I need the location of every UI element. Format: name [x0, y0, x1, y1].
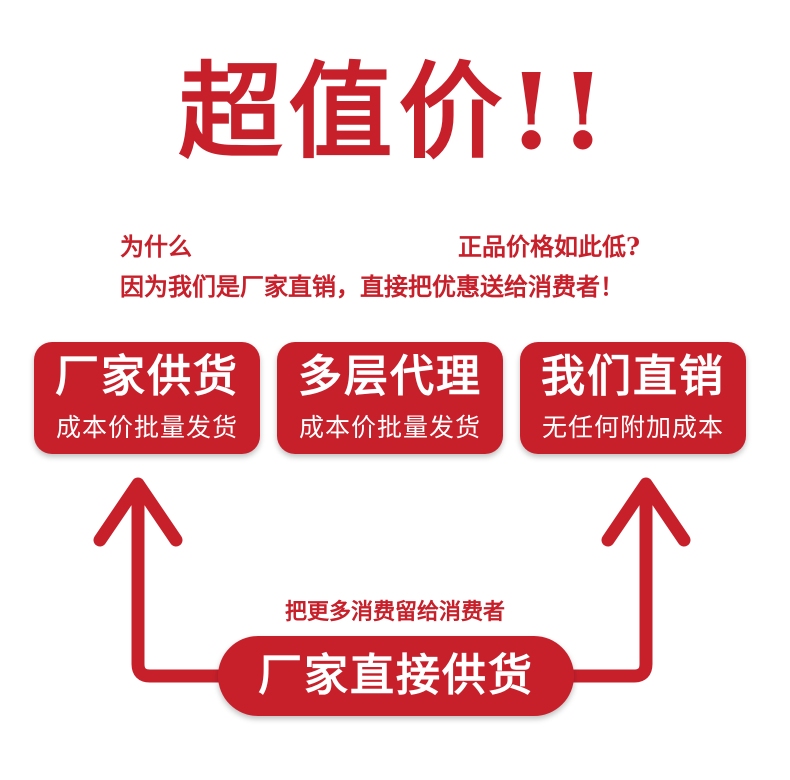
- box-title: 多层代理: [298, 351, 482, 402]
- question-why: 为什么: [120, 232, 192, 261]
- box-subtitle: 无任何附加成本: [541, 413, 724, 442]
- answer-text: 因为我们是厂家直销，直接把优惠送给消费者！: [120, 272, 624, 301]
- right-arrow-line: [559, 483, 653, 683]
- box-title: 厂家供货: [55, 351, 239, 402]
- box-subtitle: 成本价批量发货: [55, 413, 238, 442]
- left-arrow-line: [131, 483, 233, 683]
- right-arrow-head: [601, 477, 691, 547]
- factory-direct-pill: 厂家直接供货: [218, 636, 574, 716]
- box-subtitle: 成本价批量发货: [298, 413, 481, 442]
- box-factory-supply: 厂家供货 成本价批量发货: [34, 342, 260, 454]
- headline: 超值价!!: [178, 50, 612, 173]
- question-why-cheap: 正品价格如此低?: [458, 232, 641, 261]
- left-arrow-head: [93, 477, 183, 547]
- box-direct-sales: 我们直销 无任何附加成本: [520, 342, 746, 454]
- box-multi-agents: 多层代理 成本价批量发货: [277, 342, 503, 454]
- bottom-note: 把更多消费留给消费者: [284, 599, 505, 625]
- box-title: 我们直销: [541, 351, 725, 402]
